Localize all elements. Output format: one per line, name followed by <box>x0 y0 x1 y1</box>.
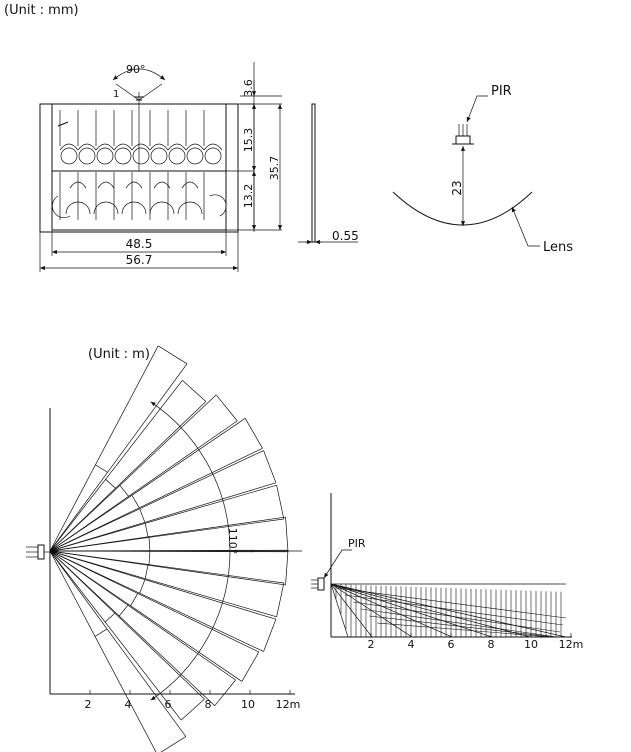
side-x-tick: 10 <box>524 638 538 651</box>
beam-end <box>241 651 260 682</box>
side-x-tick: 4 <box>408 638 415 651</box>
coverage-x-tick: 2 <box>85 698 92 711</box>
lens-lower-segments <box>52 172 227 220</box>
side-x-tick: 8 <box>488 638 495 651</box>
coverage-x-tick: 10 <box>241 698 255 711</box>
coverage-top-view: 2 4 6 8 10 12m 110° <box>26 345 302 752</box>
pir-lens-drawing: PIR 23 Lens <box>392 84 573 255</box>
beam-end <box>276 485 285 520</box>
lens-facet <box>168 147 186 165</box>
beam-end <box>158 345 188 365</box>
pir-label: PIR <box>491 84 512 99</box>
lens-curve <box>392 191 533 226</box>
dim-thickness: 0.55 <box>332 229 359 243</box>
beam-end <box>285 517 289 552</box>
lens-angle-label: 90° <box>126 63 146 76</box>
unit-label-m: (Unit : m) <box>88 347 150 362</box>
lens-facet <box>132 147 150 165</box>
coverage-angle-label: 110° <box>226 528 239 555</box>
beam-end <box>276 582 285 617</box>
beam-end <box>244 418 263 449</box>
side-x-tick: 6 <box>448 638 455 651</box>
coverage-x-tick: 6 <box>165 698 172 711</box>
sensor-icon <box>37 544 45 560</box>
beam-end <box>215 394 238 422</box>
coverage-x-tick: 8 <box>205 698 212 711</box>
dim-total-height: 35.7 <box>268 156 281 181</box>
lens-facet <box>114 147 132 165</box>
lens-lower-facet <box>65 201 91 215</box>
lens-facet <box>96 147 114 165</box>
pir-lens-distance: 23 <box>450 180 464 195</box>
lens-label: Lens <box>543 240 573 255</box>
beam-end <box>214 679 236 706</box>
coverage-side-view: 2 4 6 8 10 12m PIR <box>311 493 583 651</box>
side-x-tick: 2 <box>368 638 375 651</box>
lens-facet <box>186 147 204 165</box>
side-x-tick: 12m <box>559 638 584 651</box>
coverage-x-tick: 12m <box>276 698 301 711</box>
lens-facet <box>78 147 96 165</box>
beam-end <box>285 550 289 585</box>
coverage-x-tick: 4 <box>125 698 132 711</box>
side-pir-label: PIR <box>348 537 366 550</box>
dim-top-gap: 3.6 <box>242 79 255 97</box>
detection-beams <box>49 345 289 752</box>
lens-lower-facet <box>177 201 203 215</box>
side-sensor-icon <box>317 577 325 591</box>
lens-facet <box>150 147 168 165</box>
lens-drawing: 90° 1 3.6 15.3 13.2 35.7 48.5 56.7 0.55 <box>39 62 359 272</box>
lens-side-profile <box>311 103 316 243</box>
beam-end <box>263 450 277 483</box>
lens-pointer-label: 1 <box>113 89 119 100</box>
pir-sensor-body <box>455 135 471 145</box>
dim-upper-row: 15.3 <box>242 128 255 153</box>
dim-inner-width: 48.5 <box>126 237 153 251</box>
dim-outer-width: 56.7 <box>126 253 153 267</box>
lens-upper-segments <box>57 110 223 165</box>
beam-end <box>263 619 277 652</box>
unit-label-mm: (Unit : mm) <box>4 3 79 18</box>
dim-lower-row: 13.2 <box>242 184 255 209</box>
side-detection-zones <box>330 583 567 638</box>
lens-lower-facet <box>121 201 147 215</box>
lens-facet <box>204 147 222 165</box>
beam-end <box>182 380 207 402</box>
lens-facet <box>60 147 78 165</box>
lens-lower-facet <box>149 201 175 215</box>
beam-end <box>180 698 205 721</box>
beam-end <box>160 736 187 752</box>
lens-lower-facet <box>93 201 119 215</box>
